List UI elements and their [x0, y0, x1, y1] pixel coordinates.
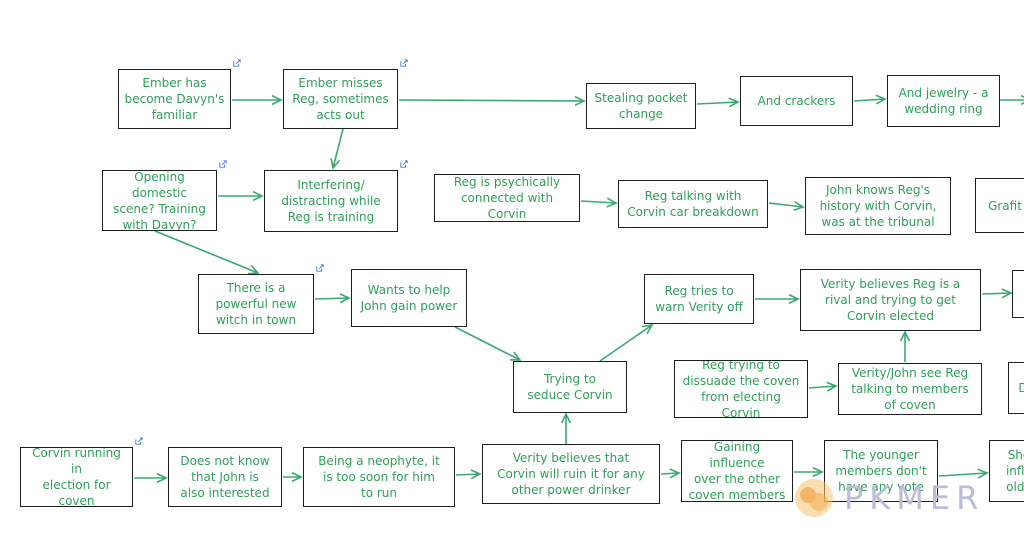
edge-n1-n2 [232, 94, 283, 106]
edge-n8-n9 [580, 197, 618, 208]
edge-n23-n24 [455, 469, 482, 480]
watermark: PKMER [792, 470, 1022, 526]
node-10[interactable]: John knows Reg's history with Corvin, wa… [805, 177, 951, 235]
external-link-icon[interactable] [135, 437, 143, 445]
node-24[interactable]: Verity believes that Corvin will ruin it… [482, 444, 660, 504]
node-27[interactable]: She influ olde [989, 440, 1024, 502]
node-13[interactable]: Wants to help John gain power [351, 269, 467, 327]
edge-n19-n15 [899, 330, 911, 362]
edge-n18-n19 [808, 381, 838, 392]
node-19[interactable]: Verity/John see Reg talking to members o… [838, 363, 982, 415]
node-6[interactable]: Opening domestic scene? Training with Da… [102, 170, 217, 231]
edge-n4-n5 [853, 94, 887, 105]
edge-n15-n16 [981, 288, 1013, 299]
node-11[interactable]: Grafit [975, 178, 1024, 233]
pkmer-logo-icon [795, 479, 833, 517]
node-26[interactable]: The younger members don't have any vote [824, 440, 938, 502]
edge-n6-n12 [154, 230, 260, 275]
edge-n3-n4 [696, 97, 740, 108]
edge-n6-n7 [218, 190, 264, 202]
node-17[interactable]: Trying to seduce Corvin [513, 361, 627, 413]
node-15[interactable]: Verity believes Reg is a rival and tryin… [800, 269, 981, 331]
node-7[interactable]: Interfering/ distracting while Reg is tr… [264, 170, 398, 232]
edge-n26-n27 [938, 468, 989, 479]
external-link-icon[interactable] [400, 59, 408, 67]
node-23[interactable]: Being a neophyte, it is too soon for him… [303, 447, 455, 507]
node-9[interactable]: Reg talking with Corvin car breakdown [618, 180, 768, 228]
node-16[interactable]: o [1012, 270, 1024, 318]
node-12[interactable]: There is a powerful new witch in town [198, 274, 314, 334]
node-1[interactable]: Ember has become Davyn's familiar [118, 69, 231, 129]
edge-n2-n3 [398, 95, 586, 107]
node-4[interactable]: And crackers [740, 76, 853, 126]
edge-n24-n17 [560, 412, 572, 444]
edge-n13-n17 [454, 326, 522, 361]
watermark-text: PKMER [844, 479, 985, 517]
node-22[interactable]: Does not know that John is also interest… [168, 447, 282, 507]
edge-n14-n15 [755, 293, 800, 305]
edge-n21-n22 [134, 472, 168, 484]
node-20[interactable]: D [1008, 362, 1024, 414]
edge-n2-n7 [330, 128, 344, 170]
node-2[interactable]: Ember misses Reg, sometimes acts out [283, 69, 398, 129]
edge-n17-n14 [599, 323, 654, 362]
edge-n24-n25 [660, 468, 681, 479]
external-link-icon[interactable] [400, 160, 408, 168]
edge-n25-n26 [794, 466, 824, 478]
node-21[interactable]: Corvin running in election for coven [20, 447, 133, 507]
external-link-icon[interactable] [316, 264, 324, 272]
node-18[interactable]: Reg trying to dissuade the coven from el… [674, 360, 808, 418]
external-link-icon[interactable] [233, 59, 241, 67]
node-25[interactable]: Gaining influence over the other coven m… [681, 440, 793, 502]
node-3[interactable]: Stealing pocket change [586, 83, 696, 129]
edge-n12-n13 [314, 293, 351, 304]
edge-n22-n23 [283, 471, 303, 483]
edge-n9-n10 [768, 200, 805, 212]
edge-n5-offscreen-right [1000, 94, 1024, 106]
node-5[interactable]: And jewelry - a wedding ring [887, 75, 1000, 127]
node-8[interactable]: Reg is psychically connected with Corvin [434, 174, 580, 222]
node-14[interactable]: Reg tries to warn Verity off [644, 274, 754, 324]
external-link-icon[interactable] [219, 160, 227, 168]
